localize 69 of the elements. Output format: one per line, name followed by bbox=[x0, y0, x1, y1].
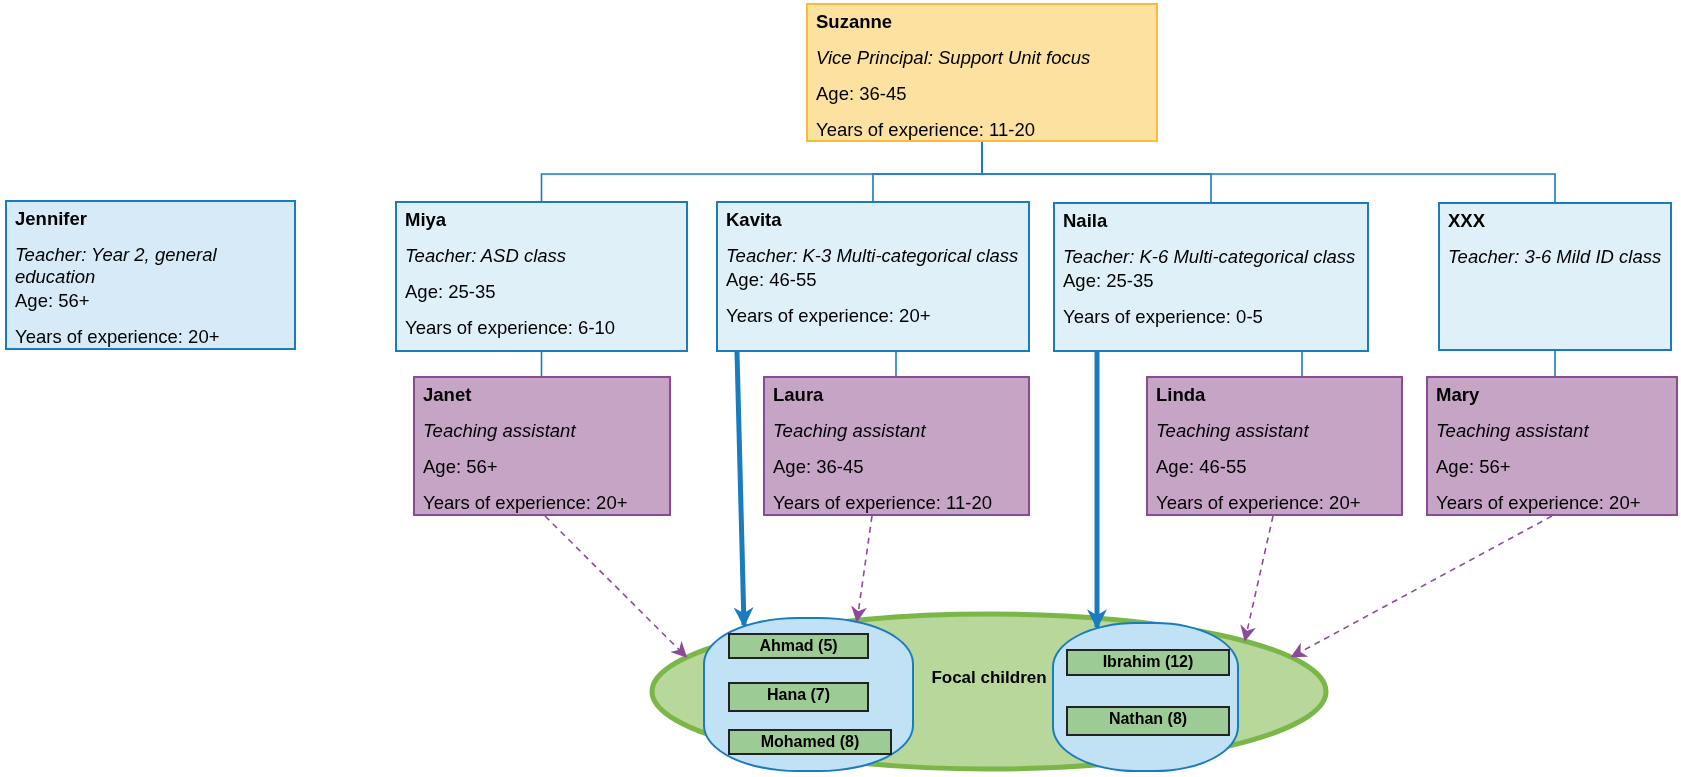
connector-line bbox=[1301, 351, 1303, 377]
class-group bbox=[1052, 622, 1239, 772]
class-group bbox=[703, 617, 914, 772]
role-text: Vice Principal: Support Unit focus bbox=[816, 47, 1092, 69]
child-name-box bbox=[728, 633, 869, 659]
age-text: Age: 56+ bbox=[15, 290, 91, 312]
assistant-card bbox=[763, 376, 1030, 516]
person-name: Jennifer bbox=[15, 208, 88, 230]
teacher-card bbox=[716, 201, 1030, 352]
connector-line bbox=[1554, 350, 1556, 377]
experience-text: Years of experience: 11-20 bbox=[773, 492, 994, 514]
child-name-box bbox=[728, 682, 869, 712]
arrow bbox=[1290, 515, 1553, 658]
experience-text: Years of experience: 20+ bbox=[726, 305, 932, 327]
role-text: Teacher: Year 2, general education bbox=[15, 244, 218, 288]
person-name: Janet bbox=[423, 384, 473, 406]
teacher-card bbox=[5, 200, 296, 350]
child-name: Ibrahim (12) bbox=[1101, 652, 1195, 672]
experience-text: Years of experience: 20+ bbox=[423, 492, 629, 514]
experience-text: Years of experience: 11-20 bbox=[816, 119, 1037, 141]
role-text: Teacher: K-3 Multi-categorical class bbox=[726, 245, 1020, 267]
role-text: Teacher: ASD class bbox=[405, 245, 568, 267]
lead-card bbox=[806, 3, 1158, 142]
teacher-card bbox=[1438, 202, 1672, 351]
age-text: Age: 36-45 bbox=[816, 83, 908, 105]
teacher-card bbox=[395, 201, 688, 352]
child-name: Ahmad (5) bbox=[758, 636, 839, 656]
connector-line bbox=[540, 351, 543, 377]
assistant-card bbox=[1426, 376, 1678, 516]
child-name-box bbox=[1066, 649, 1230, 676]
child-name: Nathan (8) bbox=[1107, 709, 1189, 729]
person-name: Miya bbox=[405, 209, 448, 231]
person-name: Suzanne bbox=[816, 11, 894, 33]
child-name: Hana (7) bbox=[765, 685, 832, 705]
role-text: Teaching assistant bbox=[1156, 420, 1311, 442]
experience-text: Years of experience: 0-5 bbox=[1063, 306, 1264, 328]
person-name: Laura bbox=[773, 384, 825, 406]
child-name-box bbox=[728, 729, 892, 755]
teacher-card bbox=[1053, 202, 1369, 352]
group-label: Focal children bbox=[930, 667, 1048, 689]
child-name-box bbox=[1066, 706, 1230, 736]
age-text: Age: 46-55 bbox=[1156, 456, 1248, 478]
experience-text: Years of experience: 20+ bbox=[1156, 492, 1362, 514]
arrow bbox=[1087, 352, 1107, 630]
person-name: Linda bbox=[1156, 384, 1207, 406]
role-text: Teaching assistant bbox=[773, 420, 928, 442]
assistant-card bbox=[413, 376, 671, 516]
arrow bbox=[544, 515, 688, 658]
role-text: Teaching assistant bbox=[423, 420, 578, 442]
age-text: Age: 25-35 bbox=[405, 281, 497, 303]
child-name: Mohamed (8) bbox=[759, 732, 861, 752]
person-name: Naila bbox=[1063, 210, 1109, 232]
experience-text: Years of experience: 20+ bbox=[15, 326, 221, 348]
person-name: Kavita bbox=[726, 209, 783, 231]
experience-text: Years of experience: 6-10 bbox=[405, 317, 617, 339]
person-name: Mary bbox=[1436, 384, 1481, 406]
age-text: Age: 46-55 bbox=[726, 269, 818, 291]
group-ellipse bbox=[649, 611, 1329, 772]
role-text: Teacher: 3-6 Mild ID class bbox=[1448, 246, 1662, 268]
role-text: Teacher: K-6 Multi-categorical class bbox=[1063, 246, 1357, 268]
age-text: Age: 36-45 bbox=[773, 456, 865, 478]
age-text: Age: 25-35 bbox=[1063, 270, 1155, 292]
person-name: XXX bbox=[1448, 210, 1487, 232]
role-text: Teaching assistant bbox=[1436, 420, 1591, 442]
age-text: Age: 56+ bbox=[423, 456, 499, 478]
connector-line bbox=[895, 351, 897, 377]
assistant-card bbox=[1146, 376, 1403, 516]
experience-text: Years of experience: 20+ bbox=[1436, 492, 1642, 514]
age-text: Age: 56+ bbox=[1436, 456, 1512, 478]
